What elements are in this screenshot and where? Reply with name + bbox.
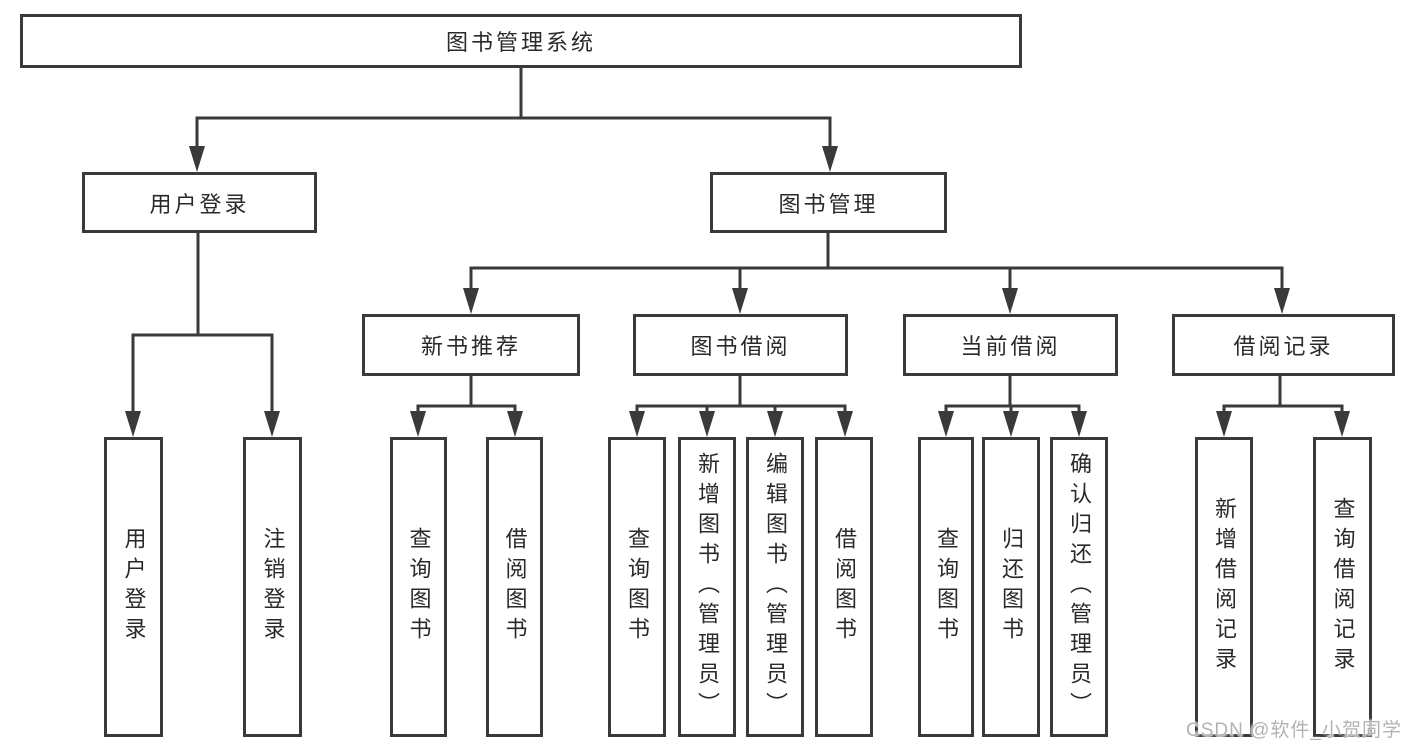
node-book-management: 图书管理: [710, 172, 947, 233]
node-current-borrow: 当前借阅: [903, 314, 1118, 376]
node-book-borrow: 图书借阅: [633, 314, 848, 376]
leaf-user-login: 用户登录: [104, 437, 163, 737]
node-borrow-records: 借阅记录: [1172, 314, 1395, 376]
leaf-add-books-admin: 新增图书（管理员）: [678, 437, 736, 737]
leaf-logout: 注销登录: [243, 437, 302, 737]
leaf-query-books-recommend: 查询图书: [390, 437, 447, 737]
leaf-return-books: 归还图书: [982, 437, 1040, 737]
leaf-borrow-books-recommend: 借阅图书: [486, 437, 543, 737]
arrowheads: [125, 146, 1350, 437]
node-user-login: 用户登录: [82, 172, 317, 233]
node-library-management-system: 图书管理系统: [20, 14, 1022, 68]
leaf-query-borrow-record: 查询借阅记录: [1313, 437, 1372, 737]
leaf-add-borrow-record: 新增借阅记录: [1195, 437, 1253, 737]
leaf-query-books-borrow: 查询图书: [608, 437, 666, 737]
leaf-confirm-return-admin: 确认归还（管理员）: [1050, 437, 1108, 737]
leaf-query-books-current: 查询图书: [918, 437, 974, 737]
node-new-book-recommend: 新书推荐: [362, 314, 580, 376]
leaf-borrow-books: 借阅图书: [815, 437, 873, 737]
watermark: CSDN @软件_小贺同学: [1186, 720, 1402, 741]
leaf-edit-books-admin: 编辑图书（管理员）: [746, 437, 804, 737]
